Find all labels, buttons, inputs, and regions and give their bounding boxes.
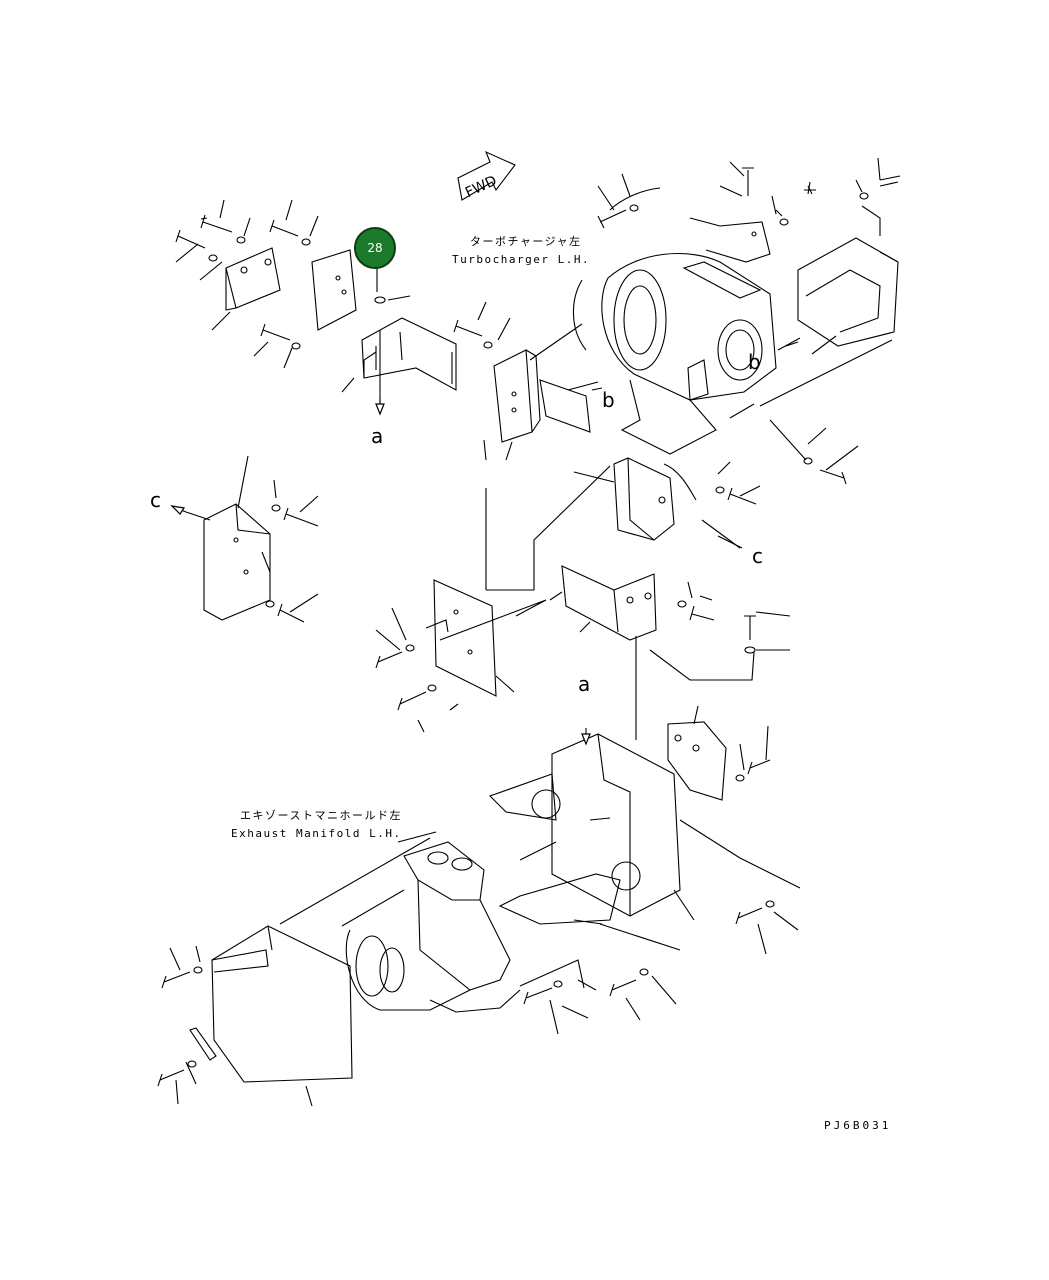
heat-shield-cover — [797, 237, 899, 347]
left-block — [203, 503, 319, 623]
bolt-icon-lower — [523, 900, 775, 1005]
reference-arrows — [170, 341, 799, 746]
turbocharger-housing — [572, 253, 777, 455]
right-bracket-middle — [561, 565, 756, 654]
exhaust-manifold-label-en: Exhaust Manifold L.H. — [231, 827, 402, 840]
callout-number: 28 — [367, 241, 383, 255]
lower-main-bracket — [488, 721, 771, 925]
drawing-code: PJ6B031 — [824, 1119, 892, 1132]
fwd-arrow-icon: FWD — [457, 150, 516, 201]
lower-left-plate — [157, 925, 353, 1087]
upper-left-plate — [311, 249, 357, 331]
bolt-icon — [175, 214, 493, 350]
channel-bracket — [361, 317, 457, 391]
middle-bracket — [613, 457, 757, 541]
ref-a-bottom: a — [578, 672, 591, 696]
exhaust-manifold — [345, 841, 521, 1013]
ref-a-top: a — [371, 424, 384, 448]
ref-b-right: b — [748, 350, 761, 374]
exhaust-manifold-label-jp: エキゾーストマニホールド左 — [240, 809, 402, 822]
small-bracket-top — [705, 221, 771, 263]
flat-plate — [375, 579, 497, 711]
vertical-bracket — [493, 349, 591, 443]
upper-left-bracket — [225, 247, 281, 311]
ref-b-left: b — [602, 388, 615, 412]
turbocharger-label-jp: ターボチャージャ左 — [470, 235, 582, 248]
ref-c-left: c — [150, 488, 161, 512]
leader-lines — [169, 157, 899, 1107]
turbocharger-label-en: Turbocharger L.H. — [452, 253, 591, 266]
ref-c-right: c — [752, 544, 763, 568]
callout-marker[interactable]: 28 — [354, 227, 396, 269]
fwd-label: FWD — [463, 173, 499, 201]
